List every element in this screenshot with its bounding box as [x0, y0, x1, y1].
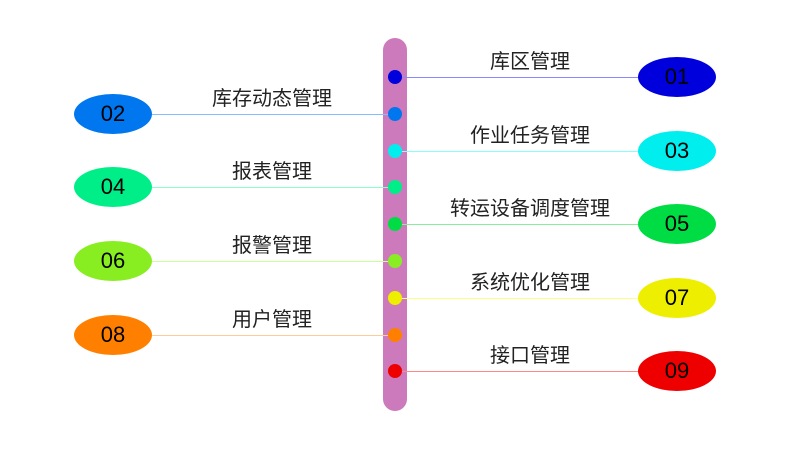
- node-dot: [388, 143, 402, 158]
- connector-line: [395, 150, 640, 152]
- item-label: 库区管理: [490, 49, 570, 73]
- number-badge-09: 09: [638, 351, 716, 392]
- node-dot: [388, 364, 402, 379]
- item-label: 系统优化管理: [470, 269, 590, 294]
- node-dot: [388, 180, 402, 195]
- number-badge-05: 05: [638, 204, 716, 245]
- connector-line: [150, 113, 395, 115]
- number-badge-04: 04: [74, 167, 152, 208]
- item-label: 作业任务管理: [470, 122, 590, 147]
- number-badge-06: 06: [74, 241, 152, 281]
- connector-line: [150, 187, 395, 189]
- number-badge-07: 07: [638, 277, 716, 318]
- item-label: 接口管理: [490, 343, 570, 368]
- node-dot: [388, 327, 402, 342]
- node-dot: [388, 70, 402, 84]
- node-dot: [388, 254, 402, 268]
- item-label: 报警管理: [232, 233, 312, 257]
- node-dot: [388, 290, 402, 305]
- connector-line: [395, 224, 640, 226]
- item-label: 转运设备调度管理: [450, 196, 610, 221]
- node-dot: [388, 217, 402, 232]
- number-badge-02: 02: [74, 93, 152, 134]
- connector-line: [395, 371, 640, 373]
- item-label: 报表管理: [232, 159, 312, 184]
- connector-line: [150, 261, 395, 262]
- item-label: 用户管理: [232, 306, 312, 331]
- number-badge-08: 08: [74, 314, 152, 355]
- item-label: 库存动态管理: [212, 85, 332, 110]
- number-badge-01: 01: [638, 57, 716, 97]
- connector-line: [150, 334, 395, 336]
- connector-line: [395, 297, 640, 299]
- number-badge-03: 03: [638, 130, 716, 171]
- node-dot: [388, 106, 402, 121]
- connector-line: [395, 77, 640, 78]
